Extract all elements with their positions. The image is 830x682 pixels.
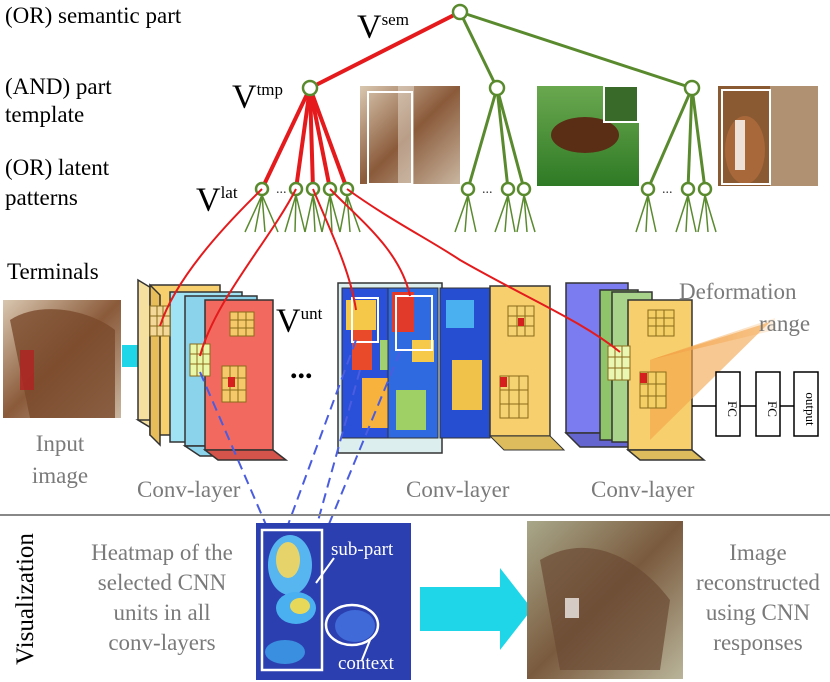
selected-path (260, 10, 461, 190)
input-image-label-2: image (31, 463, 89, 488)
tmp-node (488, 79, 506, 97)
recon-desc-line-1: Image (729, 540, 787, 565)
heatmap-desc-line-2: selected CNN (97, 570, 227, 595)
lat-node (500, 181, 516, 197)
recon-desc-line-4: responses (713, 630, 803, 655)
heatmap-image (256, 523, 411, 680)
input-image-label-1: Input (35, 431, 85, 456)
heatmap-desc-line-3: units in all (113, 600, 211, 625)
heatmap-desc-line-4: conv-layers (108, 630, 216, 655)
conv1-grids (149, 305, 255, 403)
tree-edge (495, 87, 510, 190)
fc2-box (755, 371, 781, 437)
lat-node (516, 181, 532, 197)
or-latent-label-2: patterns (5, 185, 78, 210)
conv-layer-label-2: Conv-layer (406, 477, 510, 502)
recon-desc-line-3: using CNN (705, 600, 811, 625)
tmp-node (301, 79, 319, 97)
and-or-tree (458, 10, 707, 190)
tree-edge (466, 87, 499, 190)
conv-layer-label-3: Conv-layer (591, 477, 695, 502)
v-tmp-symbol: Vtmp (232, 78, 284, 116)
tree-edge (646, 87, 694, 190)
tree-edge (495, 87, 526, 190)
fc-blocks: FC FC output (692, 371, 819, 437)
conv-stack-2 (337, 282, 566, 454)
lat-dots: ... (276, 182, 287, 197)
recon-desc-line-2: reconstructed (696, 570, 820, 595)
lat-node (460, 181, 476, 197)
lat-dots: ... (482, 182, 493, 197)
template-thumbnails (360, 85, 818, 186)
terminals-label: Terminals (7, 259, 99, 284)
sub-part-label: sub-part (331, 539, 394, 560)
and-template-label-1: (AND) part (5, 74, 112, 99)
visualization-label: Visualization (11, 533, 39, 665)
reconstructed-image (527, 521, 683, 679)
tree-edge (459, 10, 693, 90)
heatmap-desc-line-1: Heatmap of the (91, 540, 233, 565)
deformation-shade (650, 322, 770, 440)
context-label: context (338, 653, 394, 674)
tree-nodes (254, 3, 713, 197)
deformation-label-2: range (759, 311, 811, 336)
recon-arrow (420, 568, 532, 650)
conv-ellipsis: ... (290, 352, 313, 385)
conv3-grids (607, 309, 675, 409)
input-image (3, 300, 121, 418)
tree-edge (686, 87, 694, 190)
tree-edge (458, 11, 499, 89)
conv2-selection-boxes (351, 295, 433, 351)
latent-fans (244, 194, 717, 233)
deformation-range-cone (650, 318, 775, 360)
tmp-node (683, 79, 701, 97)
or-latent-label-1: (OR) latent (5, 155, 110, 180)
and-template-label-2: template (5, 102, 85, 127)
lat-node (640, 181, 656, 197)
sem-node (451, 3, 469, 21)
v-unt-symbol: Vunt (276, 302, 323, 340)
v-lat-symbol: Vlat (196, 181, 238, 219)
conv2-grids (499, 305, 535, 419)
v-sem-symbol: Vsem (357, 8, 409, 46)
fc1-label: FC (725, 401, 740, 417)
output-box (793, 371, 819, 437)
or-semantic-label: (OR) semantic part (5, 3, 182, 28)
lat-dots: ... (662, 182, 673, 197)
conv-layer-label-1: Conv-layer (137, 477, 241, 502)
fc2-label: FC (765, 401, 780, 417)
deformation-label-1: Deformation (679, 279, 797, 304)
tree-edge (690, 87, 707, 190)
latent-to-unit-links (159, 188, 621, 357)
fc1-box (715, 371, 741, 437)
output-label: output (803, 392, 818, 426)
lat-node (680, 181, 696, 197)
lat-node (697, 181, 713, 197)
